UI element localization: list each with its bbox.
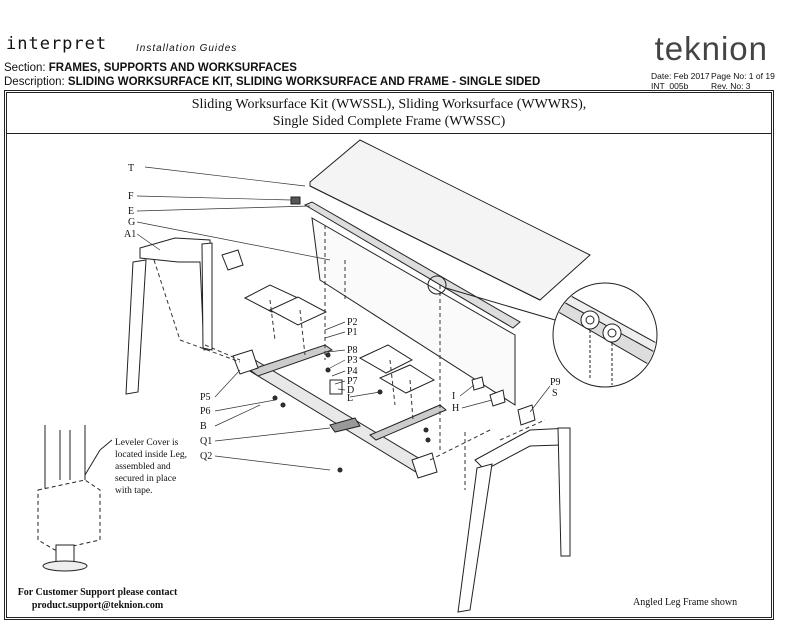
title-line-2: Single Sided Complete Frame (WWSSC) [272, 114, 506, 129]
support-line: For Customer Support please contact [17, 587, 178, 598]
label-P3: P3 [347, 355, 358, 366]
section-line: Section: FRAMES, SUPPORTS AND WORKSURFAC… [4, 62, 297, 74]
guide-type: Installation Guides [136, 43, 238, 54]
label-P8: P8 [347, 345, 358, 356]
screw [337, 467, 343, 473]
label-P7: P7 [347, 376, 358, 387]
label-F: F [128, 191, 134, 202]
description-label: Description: [4, 76, 68, 88]
screw [325, 367, 331, 373]
doc-revision: Rev. No: 3 [711, 81, 751, 91]
right-leg-frame [474, 427, 571, 557]
beam-bracket-q1 [329, 417, 361, 433]
bracket-f [290, 196, 301, 205]
teknion-logo: teknion [654, 30, 768, 67]
mounting-plate-3 [358, 344, 414, 374]
screw [425, 437, 431, 443]
left-leg [125, 259, 147, 395]
label-I: I [452, 391, 455, 402]
label-G: G [128, 217, 135, 228]
leveler-note-line: assembled and [115, 462, 171, 472]
mounting-plate-4 [378, 364, 436, 394]
label-S: S [552, 388, 558, 399]
title-line-1: Sliding Worksurface Kit (WWSSL), Sliding… [191, 97, 587, 112]
clip-d [329, 379, 343, 395]
doc-meta: Date: Feb 2017Page No: 1 of 19 INT_005b R… [651, 71, 775, 91]
label-Q2: Q2 [200, 451, 212, 462]
clip-i [471, 376, 485, 391]
clip-s [517, 404, 536, 426]
label-P9: P9 [550, 377, 561, 388]
label-A1: A1 [124, 229, 136, 240]
label-P1: P1 [347, 327, 358, 338]
label-H: H [452, 403, 459, 414]
leveler-note: Leveler Cover is located inside Leg, ass… [115, 437, 187, 497]
leveler-note-line: with tape. [115, 486, 153, 496]
slide-rail [303, 201, 521, 329]
label-L: L [347, 393, 353, 404]
section-value: FRAMES, SUPPORTS AND WORKSURFACES [48, 62, 297, 74]
customer-support-note: For Customer Support please contact prod… [10, 586, 185, 612]
screw [325, 352, 331, 358]
label-P5: P5 [200, 392, 211, 403]
label-T: T [128, 163, 134, 174]
cross-rail-right [369, 404, 447, 441]
label-D: D [347, 385, 354, 396]
description-line: Description: SLIDING WORKSURFACE KIT, SL… [4, 76, 540, 88]
leveler-note-line: secured in place [115, 474, 177, 484]
label-E: E [128, 206, 134, 217]
detail-callout-small [427, 275, 447, 295]
description-value: SLIDING WORKSURFACE KIT, SLIDING WORKSUR… [67, 76, 541, 88]
outer-frame [4, 90, 774, 620]
right-leg [457, 463, 493, 613]
back-panel [311, 217, 516, 406]
doc-id: INT_005b [651, 81, 689, 91]
beam-end-left [232, 349, 259, 375]
drawing-box [6, 134, 772, 618]
label-B: B [200, 421, 207, 432]
leveler-inset [37, 425, 113, 572]
worksurface [309, 139, 591, 301]
leveler-note-line: located inside Leg, [115, 450, 188, 460]
doc-date: Date: Feb 2017 [651, 71, 710, 81]
mounting-plate-2 [268, 296, 328, 326]
label-P6: P6 [200, 406, 211, 417]
cross-rail-left [248, 344, 334, 377]
right-leg-rear [557, 427, 571, 557]
clip-h [489, 389, 506, 407]
label-P4: P4 [347, 366, 358, 377]
left-leg-rear [201, 242, 213, 351]
clip-top [221, 249, 244, 271]
label-P2: P2 [347, 317, 358, 328]
leveler-note-line: Leveler Cover is [115, 438, 179, 448]
screw [423, 427, 429, 433]
left-leg-frame [139, 237, 213, 351]
support-email: product.support@teknion.com [31, 600, 164, 611]
section-label: Section: [4, 62, 49, 74]
label-Q1: Q1 [200, 436, 212, 447]
angled-leg-note: Angled Leg Frame shown [633, 597, 738, 608]
doc-page: Page No: 1 of 19 [711, 71, 775, 81]
screw [272, 395, 278, 401]
brand-name: interpret [6, 34, 108, 54]
title-box: Sliding Worksurface Kit (WWSSL), Sliding… [6, 92, 772, 134]
screw [280, 402, 286, 408]
